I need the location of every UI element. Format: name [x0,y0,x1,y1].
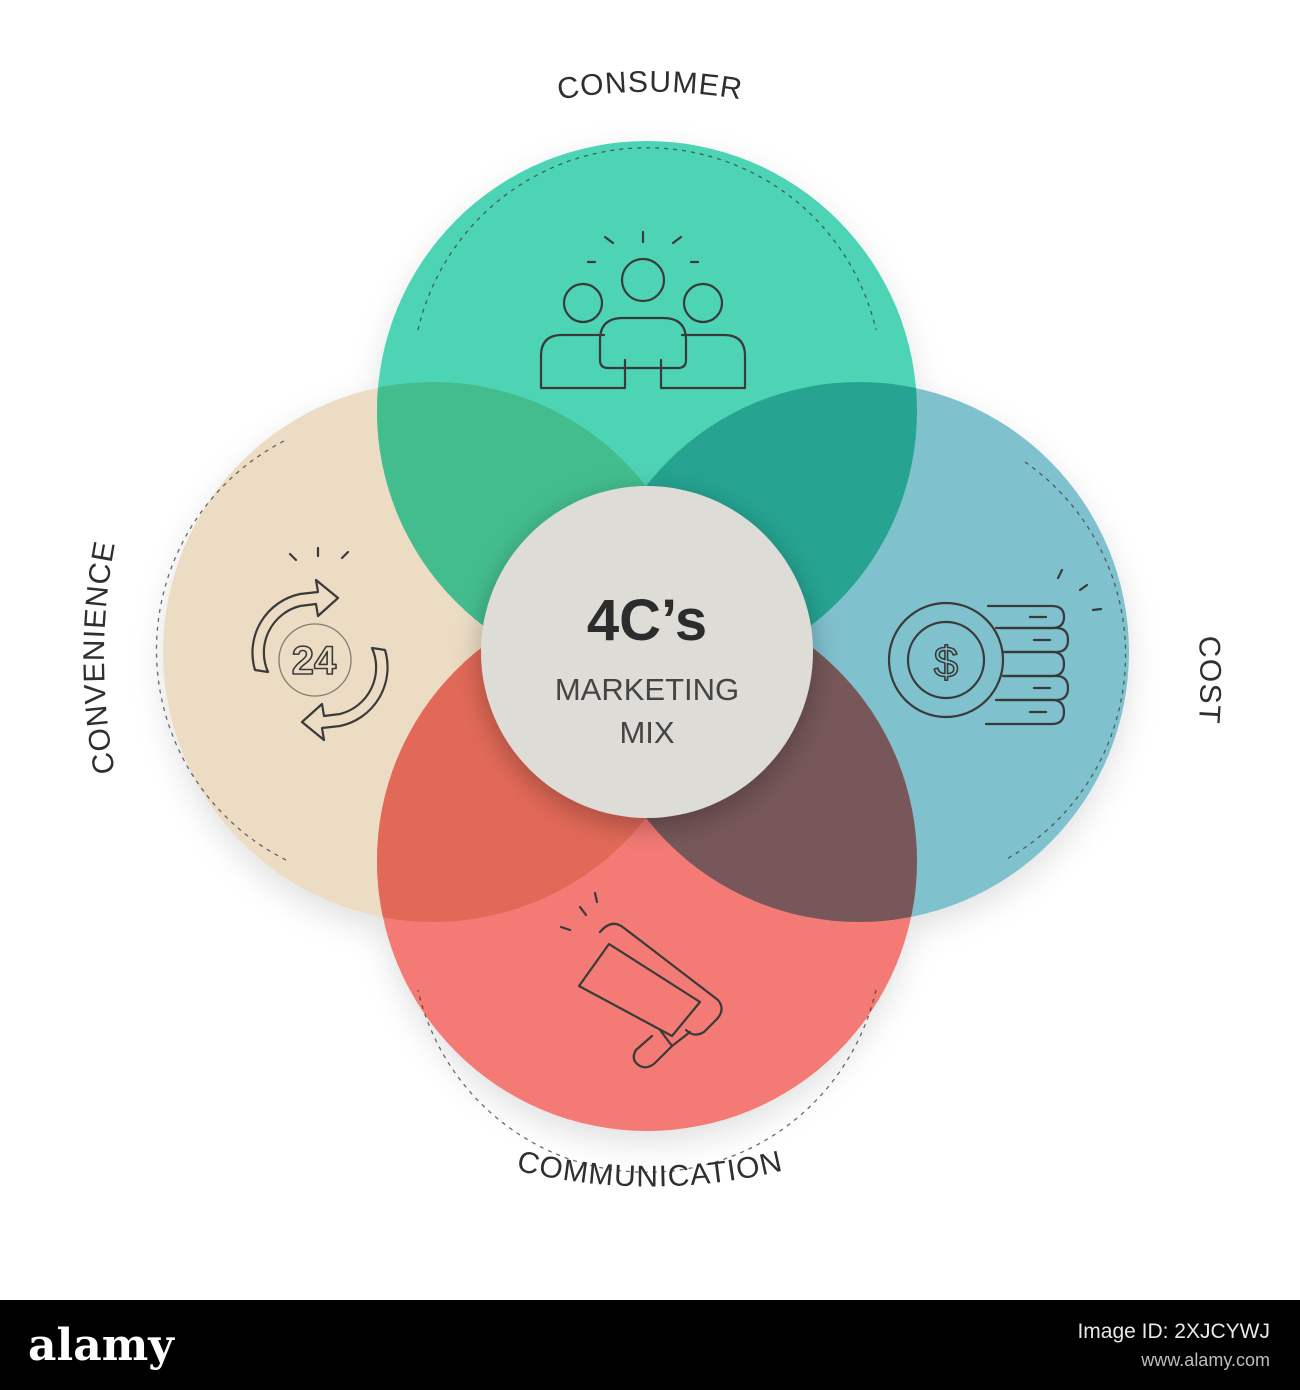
convenience-icon-number: 24 [292,639,337,683]
footer-info: Image ID: 2XJCYWJ www.alamy.com [1077,1320,1270,1371]
center-line2: MIX [619,715,674,750]
megaphone-icon [559,891,723,1069]
dashed-rings [155,147,1127,1173]
center-line1: MARKETING [555,672,739,707]
brand-logo: alamy [28,1319,174,1371]
site-url-text: www.alamy.com [1141,1349,1270,1370]
refresh-24-icon: 24 [251,546,389,742]
center-badge: 4C’s MARKETING MIX [481,486,813,818]
dollar-sign: $ [934,638,958,687]
watermark-footer: alamy Image ID: 2XJCYWJ www.alamy.com [0,1300,1300,1390]
people-group-icon [539,230,747,390]
label-consumer: CONSUMER [555,66,745,107]
label-communication: COMMUNICATION [514,1145,785,1194]
four-cs-diagram: 4C’s MARKETING MIX CONSUMER COST COMMUNI… [78,66,1227,1194]
dollar-coins-icon: $ [887,568,1103,726]
center-title: 4C’s [587,588,707,653]
image-id-text: Image ID: 2XJCYWJ [1077,1319,1270,1343]
label-cost: COST [1192,635,1227,725]
label-convenience: CONVENIENCE [78,538,122,777]
